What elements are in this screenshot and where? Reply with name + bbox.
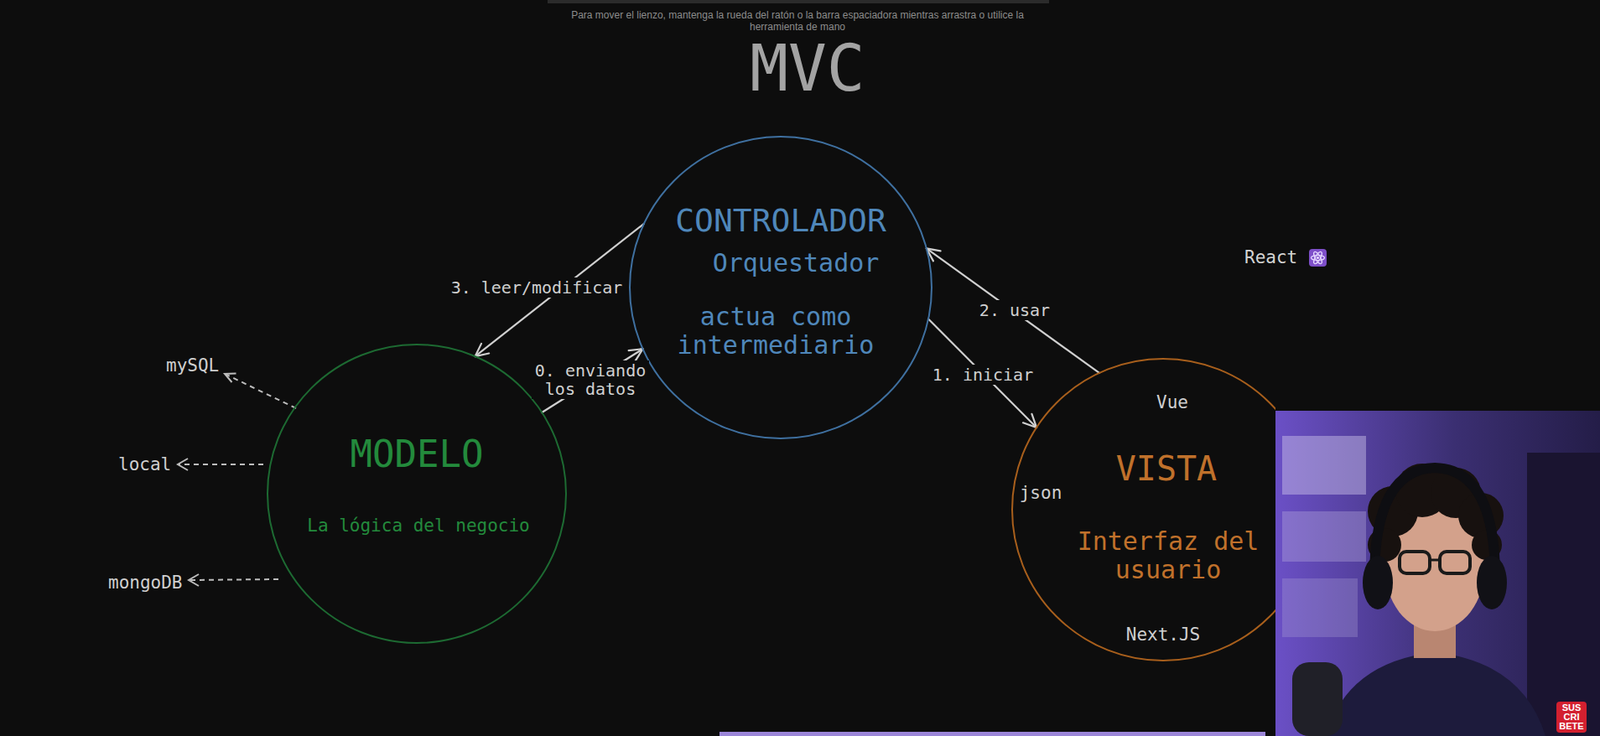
webcam-overlay: [1275, 410, 1600, 736]
atom-core: [1316, 256, 1320, 260]
tech-label: Vue: [1156, 392, 1189, 413]
text-holder: Orquestador: [712, 249, 880, 279]
edge-label: 0. enviando los datos: [531, 360, 650, 400]
tech-label: json: [1019, 483, 1063, 504]
node-body: La lógica del negocio: [306, 515, 530, 536]
glasses-lens: [1439, 551, 1471, 574]
arrow-head: [1023, 414, 1037, 428]
connector-arrow: [928, 318, 1037, 428]
canvas-hint: Para mover el lienzo, mantenga la rueda …: [545, 10, 1050, 34]
node-subtitle: Orquestador: [712, 249, 880, 279]
text-holder: Vue: [1156, 392, 1189, 413]
glasses-lens: [1399, 551, 1430, 574]
circle-node: CONTROLADOR Orquestador actua como interme…: [628, 135, 934, 441]
circle-stroke: [267, 344, 567, 644]
tech-label: Next.JS: [1126, 624, 1201, 645]
node-title: MODELO: [350, 433, 484, 477]
circle-stroke: [1012, 358, 1315, 661]
text-holder: Interfaz del usuario: [1067, 527, 1269, 586]
node-body: actua como intermediario: [662, 302, 889, 361]
atom-orbit: [1312, 250, 1324, 265]
storage-arrow: [177, 458, 264, 471]
dashed-line: [224, 374, 297, 409]
arrow-head: [628, 348, 644, 361]
headphone-cup: [1476, 555, 1507, 610]
react-icon: [1309, 249, 1327, 267]
framework-label: React: [1244, 247, 1298, 268]
node-title: VISTA: [1116, 449, 1217, 489]
text-holder: Para mover el lienzo, mantenga la rueda …: [545, 10, 1050, 34]
storage-label: mySQL: [166, 355, 219, 376]
text-holder: 1. iniciar: [930, 364, 1035, 385]
text-holder: json: [1019, 483, 1063, 504]
dashed-line: [177, 463, 264, 466]
connector-line: [926, 248, 1100, 373]
arrow-head: [177, 458, 188, 471]
shelf: [1282, 578, 1358, 638]
text-holder: CONTROLADOR: [675, 202, 887, 240]
torso: [1325, 652, 1546, 736]
text-holder: 3. leer/modificar: [449, 277, 625, 298]
text-holder: local: [118, 454, 172, 475]
atom-orbit: [1311, 255, 1325, 261]
room-background: [1275, 410, 1600, 736]
circle-outline: [628, 135, 934, 441]
circle-outline: [265, 342, 568, 645]
text-holder: La lógica del negocio: [306, 515, 530, 536]
storage-arrow: [224, 374, 297, 410]
subscribe-badge: SUS CRI BETE: [1556, 701, 1587, 733]
text-holder: Next.JS: [1126, 624, 1201, 645]
text-holder: SUS CRI BETE: [1556, 701, 1587, 733]
text-holder: mongoDB: [108, 572, 183, 593]
edge-label: 1. iniciar: [930, 364, 1035, 385]
shelf: [1282, 436, 1367, 495]
atom-orbit: [1312, 250, 1324, 265]
diagram-title: MVC: [749, 36, 865, 101]
node-body: Interfaz del usuario: [1067, 527, 1269, 586]
text-holder: 2. usar: [977, 300, 1052, 321]
microphone: [1292, 662, 1343, 736]
connector-line: [928, 318, 1037, 428]
circle-stroke: [629, 136, 932, 439]
arrow-head: [224, 374, 237, 384]
text-holder: mySQL: [166, 355, 219, 376]
top-toolbar-edge: [547, 0, 1050, 4]
storage-arrow: [188, 574, 279, 587]
node-title: CONTROLADOR: [675, 202, 887, 240]
text-holder: MVC: [749, 36, 865, 101]
text-holder: actua como intermediario: [662, 302, 889, 361]
glasses-bridge: [1429, 559, 1440, 562]
headphone-band: [1374, 467, 1496, 579]
storage-label: local: [118, 454, 172, 475]
arrow-head: [475, 343, 490, 357]
chair: [1527, 452, 1600, 736]
arrow-head: [188, 574, 199, 587]
bottom-progress-bar: [719, 732, 1266, 736]
text-holder: MODELO: [350, 433, 484, 477]
connector-arrow: [926, 248, 1100, 373]
icon-background: [1309, 249, 1327, 267]
text-holder: 0. enviando los datos: [531, 360, 650, 400]
headphone-cup: [1362, 555, 1393, 610]
dashed-line: [188, 579, 279, 581]
circle-node: MODELO La lógica del negocio: [265, 342, 568, 645]
shelf: [1282, 511, 1367, 562]
storage-label: mongoDB: [108, 572, 183, 593]
text-holder: VISTA: [1116, 449, 1217, 489]
edge-label: 2. usar: [977, 300, 1052, 321]
text-holder: React: [1244, 247, 1298, 268]
circle-node: Vue json VISTA Interfaz del usuarioNext.JS: [1010, 357, 1316, 663]
edge-label: 3. leer/modificar: [449, 277, 625, 298]
